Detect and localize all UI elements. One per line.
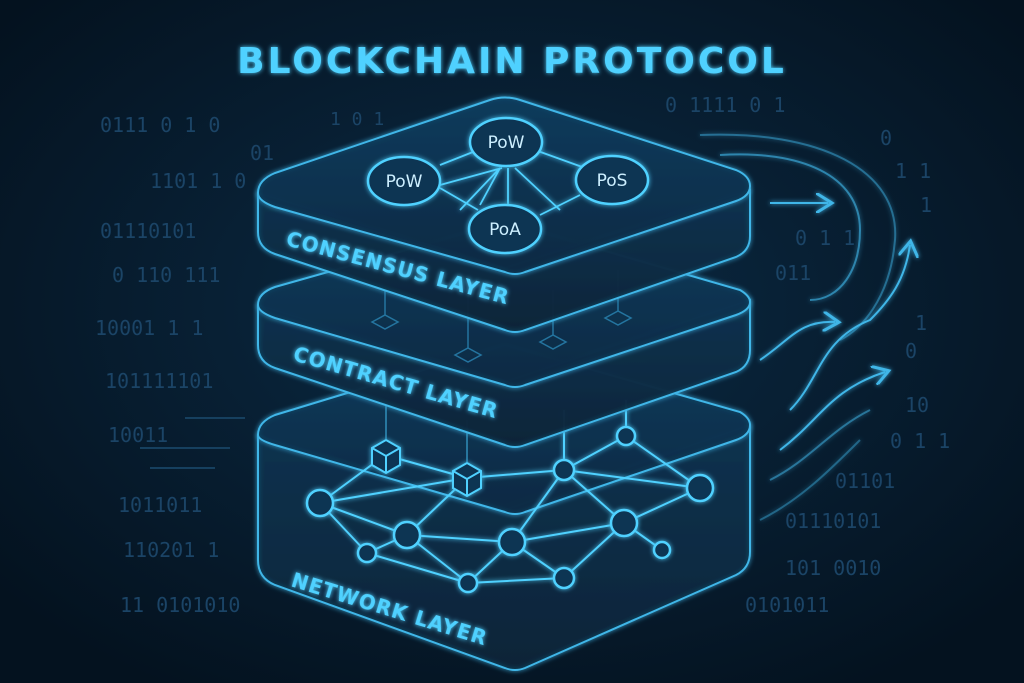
flow-arrow-2 [789,245,910,411]
binary-text: 101 0010 [785,556,881,580]
binary-text: 0111 0 1 0 [100,113,220,137]
binary-text: 0 1 1 [890,429,950,453]
consensus-node-label: PoW [488,133,525,153]
binary-text: 1 1 [895,159,931,183]
binary-text: 11 0101010 [120,593,240,617]
flow-arrow-3 [759,322,835,361]
consensus-node [467,203,543,255]
binary-text: 110201 1 [123,538,219,562]
consensus-node-label: PoA [489,220,521,240]
consensus-graph-nodes [366,116,650,255]
consensus-node-label: PoS [597,171,628,191]
network-node [392,520,422,550]
binary-top-group: 1 0 1 [330,109,384,130]
page-title: BLOCKCHAIN PROTOCOL [237,41,787,82]
binary-text: 101111101 [105,369,213,393]
network-node [497,527,527,557]
consensus-node [366,155,442,207]
binary-text: 1 [915,311,927,335]
consensus-node-label: PoW [386,172,423,192]
network-graph-nodes [305,425,715,594]
binary-text: 1 0 1 [330,109,384,130]
network-node [305,488,335,518]
consensus-node [574,154,650,206]
binary-text: 0 [880,126,892,150]
network-node [685,473,715,503]
binary-text: 0 [905,339,917,363]
block-cube-icon [452,461,482,498]
binary-text: 011 [775,261,811,285]
binary-text: 1 [920,193,932,217]
binary-text: 01 [250,141,274,165]
flow-curve-1 [719,153,862,301]
binary-text: 01110101 [785,509,881,533]
consensus-node-labels: PoW PoW PoS PoA [386,133,628,240]
network-node [356,542,378,564]
network-node [457,572,479,594]
network-node [609,508,639,538]
binary-text: 0101011 [745,593,829,617]
network-node [615,425,637,447]
consensus-node [468,116,544,168]
binary-text: 0 110 111 [112,263,220,287]
block-cube-icon [371,438,401,475]
consensus-layer-top [256,96,752,275]
network-node [552,458,576,482]
binary-text: 1011011 [118,493,202,517]
left-dashes [140,417,245,469]
binary-left-group: 0111 0 1 0 011101 1 0 01110101 0 110 111 100… [95,113,274,617]
contract-layer-side [257,298,751,448]
flow-curve-2 [699,133,897,341]
block-cubes [371,438,482,498]
data-flow-arrows [699,133,910,521]
consensus-graph-edges [439,149,586,216]
binary-text: 01110101 [100,219,196,243]
flow-arrow-4 [779,372,885,451]
consensus-layer: PoW PoW PoS PoA CONSENSUS LAYER [256,96,752,333]
binary-text: 01101 [835,469,895,493]
binary-text: 0 1 1 [795,226,855,250]
binary-text: 1101 1 0 [150,169,246,193]
flow-curve-4 [759,439,861,521]
consensus-layer-side [257,188,751,333]
flow-curve-3 [769,409,871,481]
binary-text: 10 [905,393,929,417]
binary-text: 10011 [108,423,168,447]
binary-text: 10001 1 1 [95,316,203,340]
network-node [652,540,672,560]
binary-text: 0 1111 0 1 [665,93,785,117]
network-node [552,566,576,590]
